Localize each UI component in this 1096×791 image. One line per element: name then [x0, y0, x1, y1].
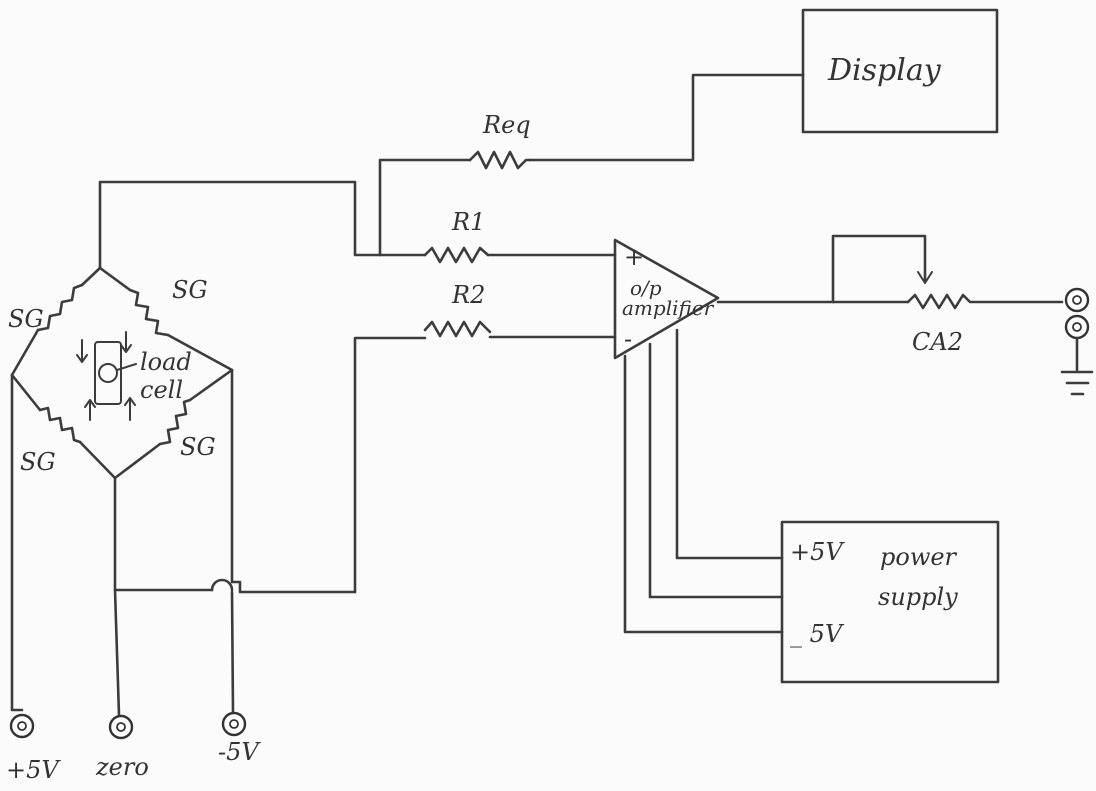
- sg-resistor-top-left: [36, 283, 84, 332]
- ps-title-1: power: [880, 543, 958, 571]
- r2-resistor: [423, 320, 492, 338]
- load-cell-arrow-top-left: [76, 339, 88, 363]
- bridge-right-wire: [230, 368, 357, 594]
- sg-label-bottom-right: SG: [180, 433, 216, 461]
- ps-minus5v-label: _ 5V: [790, 620, 845, 648]
- sg-label-top-left: SG: [8, 305, 44, 333]
- bridge-edge-right-lower: [188, 368, 234, 402]
- ca2-wiper-arrow: [917, 271, 933, 284]
- req-left-wire: [378, 158, 472, 257]
- terminal-minus5v-inner: [229, 719, 239, 729]
- supply-wire-plus5v: [675, 328, 784, 560]
- load-cell-arrow-bottom-left: [84, 399, 96, 421]
- req-label: Req: [482, 111, 531, 139]
- display-box: [801, 8, 999, 134]
- terminal-minus5v-label: -5V: [218, 738, 261, 766]
- output-terminal-2-inner: [1072, 322, 1082, 332]
- bridge-edge-left-lower: [10, 373, 42, 412]
- opamp-label-2: amplifier: [622, 296, 715, 320]
- sg-resistor-bottom-left: [38, 406, 82, 444]
- bridge-top-loop: [98, 180, 427, 270]
- opamp-triangle: [613, 238, 720, 360]
- load-cell-label-2: cell: [140, 376, 183, 404]
- minus5v-wire: [230, 590, 235, 714]
- opamp-label-1: o/p: [630, 276, 662, 300]
- terminal-plus5v-inner: [17, 721, 27, 731]
- r2-label: R2: [451, 281, 485, 309]
- display-label: Display: [827, 53, 942, 88]
- supply-wire-minus5v: [623, 354, 784, 634]
- load-cell-label-1: load: [140, 348, 192, 376]
- ca2-wiper: [831, 234, 927, 304]
- ps-plus5v-label: +5V: [790, 538, 845, 566]
- req-resistor: [468, 150, 532, 170]
- sg-resistor-bottom-right: [158, 398, 192, 446]
- terminal-zero-label: zero: [95, 753, 149, 781]
- power-supply-box: [780, 520, 1000, 684]
- bridge-bottom-wire: [113, 476, 214, 592]
- bridge-edge-left-upper: [10, 328, 40, 377]
- bridge-edge-top-left: [80, 266, 102, 287]
- load-cell-body: [94, 341, 122, 405]
- plus5v-wire: [10, 373, 24, 712]
- load-cell-center: [98, 363, 118, 383]
- opamp-plus: +: [624, 243, 644, 271]
- r1-resistor: [423, 246, 490, 264]
- r1-label: R1: [451, 208, 485, 236]
- sg-label-top-right: SG: [172, 276, 208, 304]
- load-cell-arrow-top-right: [120, 331, 132, 353]
- load-cell-arrow-bottom-right: [124, 397, 136, 421]
- bridge-edge-bottom-right: [113, 442, 162, 480]
- opamp-minus: -: [624, 325, 632, 353]
- load-cell-pointer: [116, 363, 137, 371]
- terminal-zero-inner: [116, 722, 126, 732]
- r2-left-wire: [353, 336, 427, 594]
- bridge-edge-top-right: [98, 266, 132, 292]
- ps-title-2: supply: [878, 583, 958, 611]
- display-wire: [528, 73, 805, 162]
- bridge-edge-right-upper: [166, 333, 234, 372]
- bridge-edge-bottom-left: [78, 440, 117, 480]
- ca2-label: CA2: [912, 328, 963, 356]
- wire-crossover: [210, 578, 234, 592]
- sg-label-bottom-left: SG: [20, 448, 56, 476]
- supply-wire-ground: [648, 342, 784, 599]
- terminal-plus5v-label: +5V: [6, 756, 61, 784]
- sg-resistor-top-right: [128, 288, 170, 337]
- output-terminal-1-inner: [1072, 295, 1082, 305]
- zero-wire: [113, 588, 121, 717]
- ca2-resistor: [906, 293, 1064, 310]
